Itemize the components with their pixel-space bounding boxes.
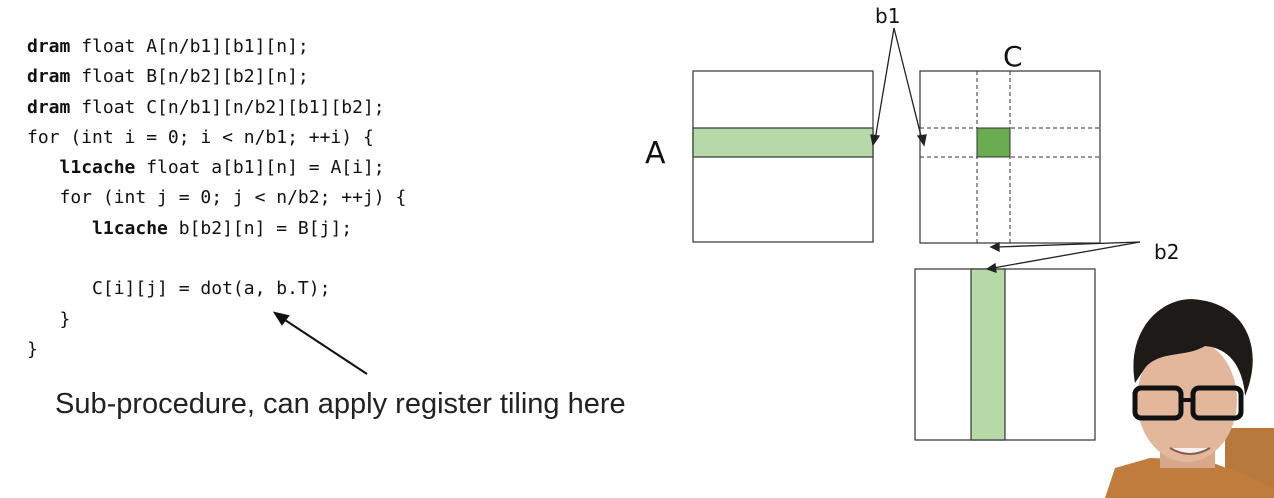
- code-line: l1cache b[b2][n] = B[j];: [27, 214, 406, 244]
- code-line: for (int j = 0; j < n/b2; ++j) {: [27, 183, 407, 213]
- code-keyword: l1cache: [59, 157, 136, 179]
- code-text: float a[b1][n] = A[i];: [135, 157, 385, 179]
- code-text: float C[n/b1][n/b2][b1][b2];: [70, 96, 385, 118]
- caption-arrow: [272, 311, 368, 375]
- code-keyword: dram: [27, 96, 71, 118]
- code-line: dram float C[n/b1][n/b2][b1][b2];: [27, 93, 406, 123]
- code-line: l1cache float a[b1][n] = A[i];: [27, 153, 406, 183]
- code-text: for (int j = 0; j < n/b2; ++j) {: [27, 187, 407, 209]
- matrix-a-label: A: [645, 136, 666, 171]
- code-text: float B[n/b2][b2][n];: [70, 66, 309, 88]
- b1-label: b1: [875, 4, 901, 28]
- matrix-a: [692, 70, 874, 243]
- code-text: }: [27, 338, 38, 360]
- code-listing: dram float A[n/b1][b1][n];dram float B[n…: [27, 32, 406, 365]
- code-text: b[b2][n] = B[j];: [167, 217, 353, 239]
- code-keyword: dram: [27, 66, 71, 88]
- matrix-c-label: C: [1003, 40, 1023, 73]
- matrix-b: [914, 268, 1096, 441]
- code-line: for (int i = 0; i < n/b1; ++i) {: [27, 123, 406, 153]
- code-keyword: dram: [27, 36, 71, 57]
- code-text: float A[n/b1][b1][n];: [70, 36, 309, 57]
- code-line: }: [27, 305, 406, 335]
- code-keyword: l1cache: [92, 217, 168, 239]
- code-line: dram float A[n/b1][b1][n];: [27, 32, 406, 62]
- caption-text: Sub-procedure, can apply register tiling…: [55, 388, 626, 420]
- matrix-a-row-tile: [692, 127, 874, 158]
- code-line: }: [27, 335, 406, 365]
- matrix-c-tile: [976, 127, 1011, 158]
- code-text: for (int i = 0; i < n/b1; ++i) {: [27, 126, 374, 148]
- presenter-video-icon: [1105, 288, 1274, 498]
- code-text: }: [27, 308, 71, 330]
- b2-label: b2: [1154, 240, 1180, 264]
- b1-arrows: [870, 27, 927, 147]
- code-text: C[i][j] = dot(a, b.T);: [27, 278, 331, 300]
- b2-arrows: [985, 241, 1141, 273]
- matrix-b-column-tile: [970, 268, 1006, 441]
- code-line: C[i][j] = dot(a, b.T);: [27, 274, 406, 304]
- code-line: dram float B[n/b2][b2][n];: [27, 62, 406, 92]
- matrix-c: [919, 70, 1101, 244]
